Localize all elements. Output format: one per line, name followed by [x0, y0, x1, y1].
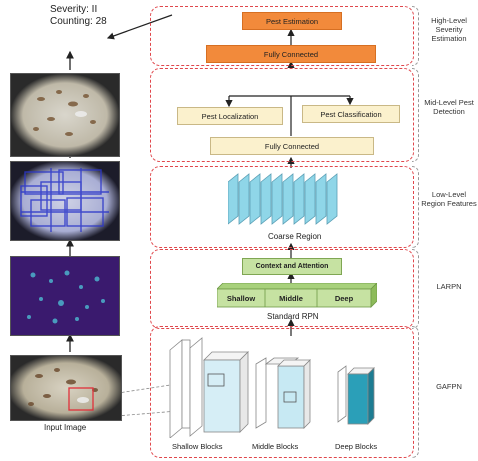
pest-specks: [33, 90, 96, 136]
larpn-panel: [150, 249, 414, 329]
pest-localization-box: Pest Localization: [177, 107, 283, 125]
feature-slice-6: [282, 173, 294, 225]
feature-slice-8: [304, 173, 316, 225]
high-level-label: High-Level Severity Estimation: [431, 16, 467, 43]
counting-text: Counting: 28: [50, 16, 107, 27]
coarse-region-stack: [228, 173, 338, 225]
middle-blocks-label: Middle Blocks: [252, 442, 299, 451]
output-text: Severity: II Counting: 28: [50, 4, 107, 28]
region-feature-image: [10, 161, 120, 241]
feature-slice-4: [260, 173, 272, 225]
high-level-panel: [150, 6, 414, 66]
pest-classification-box: Pest Classification: [302, 105, 400, 123]
middle-blocks: [255, 357, 311, 429]
pest-estimation-box: Pest Estimation: [242, 12, 342, 30]
deep-blocks: [337, 365, 375, 425]
attention-map-image: [10, 256, 120, 336]
gafpn-panel: [150, 326, 414, 458]
high-level-bracket: [412, 6, 419, 66]
mid-level-label: Mid-Level Pest Detection: [424, 98, 474, 116]
gafpn-block-labels: Shallow Blocks Middle Blocks Deep Blocks: [172, 442, 412, 454]
rpn-bar-labels: Shallow Middle Deep: [217, 294, 371, 308]
deep-blocks-label: Deep Blocks: [335, 442, 378, 451]
mid-level-bracket: [412, 68, 419, 162]
rpn-label-shallow: Shallow: [226, 294, 256, 303]
feature-slice-10: [326, 173, 338, 225]
gafpn-label: GAFPN: [436, 382, 462, 391]
attention-spots: [27, 270, 105, 324]
context-attention-box: Context and Attention: [242, 258, 342, 275]
gafpn-blocks: [169, 337, 375, 438]
input-pests: [28, 368, 98, 411]
low-level-label: Low-Level Region Features: [421, 190, 477, 208]
shallow-blocks: [169, 337, 249, 438]
mid-fully-connected-box: Fully Connected: [210, 137, 374, 155]
feature-slice-3: [249, 173, 261, 225]
standard-rpn-caption: Standard RPN: [267, 312, 319, 321]
high-fully-connected-box: Fully Connected: [206, 45, 376, 63]
severity-text: Severity: II: [50, 4, 98, 15]
rpn-label-deep: Deep: [334, 294, 354, 303]
larpn-bracket: [412, 249, 419, 329]
feature-slice-1: [228, 173, 239, 225]
feature-slice-9: [315, 173, 327, 225]
feature-slice-7: [293, 173, 305, 225]
feature-slice-5: [271, 173, 283, 225]
region-grid: [20, 168, 109, 232]
shallow-blocks-label: Shallow Blocks: [172, 442, 223, 451]
gafpn-bracket: [412, 326, 419, 458]
low-level-panel: [150, 166, 414, 248]
larpn-label: LARPN: [436, 282, 462, 291]
rpn-bar: [217, 283, 377, 308]
input-image-label: Input Image: [44, 423, 87, 432]
low-level-bracket: [412, 166, 419, 248]
arrow-highlevel-to-output: [106, 14, 173, 40]
zoom-region-box: [68, 387, 94, 411]
mid-level-panel: [150, 68, 414, 162]
input-image: [10, 355, 122, 421]
rpn-label-middle: Middle: [279, 294, 303, 303]
detection-result-image: [10, 73, 120, 157]
coarse-region-caption: Coarse Region: [268, 232, 322, 241]
feature-slice-2: [238, 173, 250, 225]
